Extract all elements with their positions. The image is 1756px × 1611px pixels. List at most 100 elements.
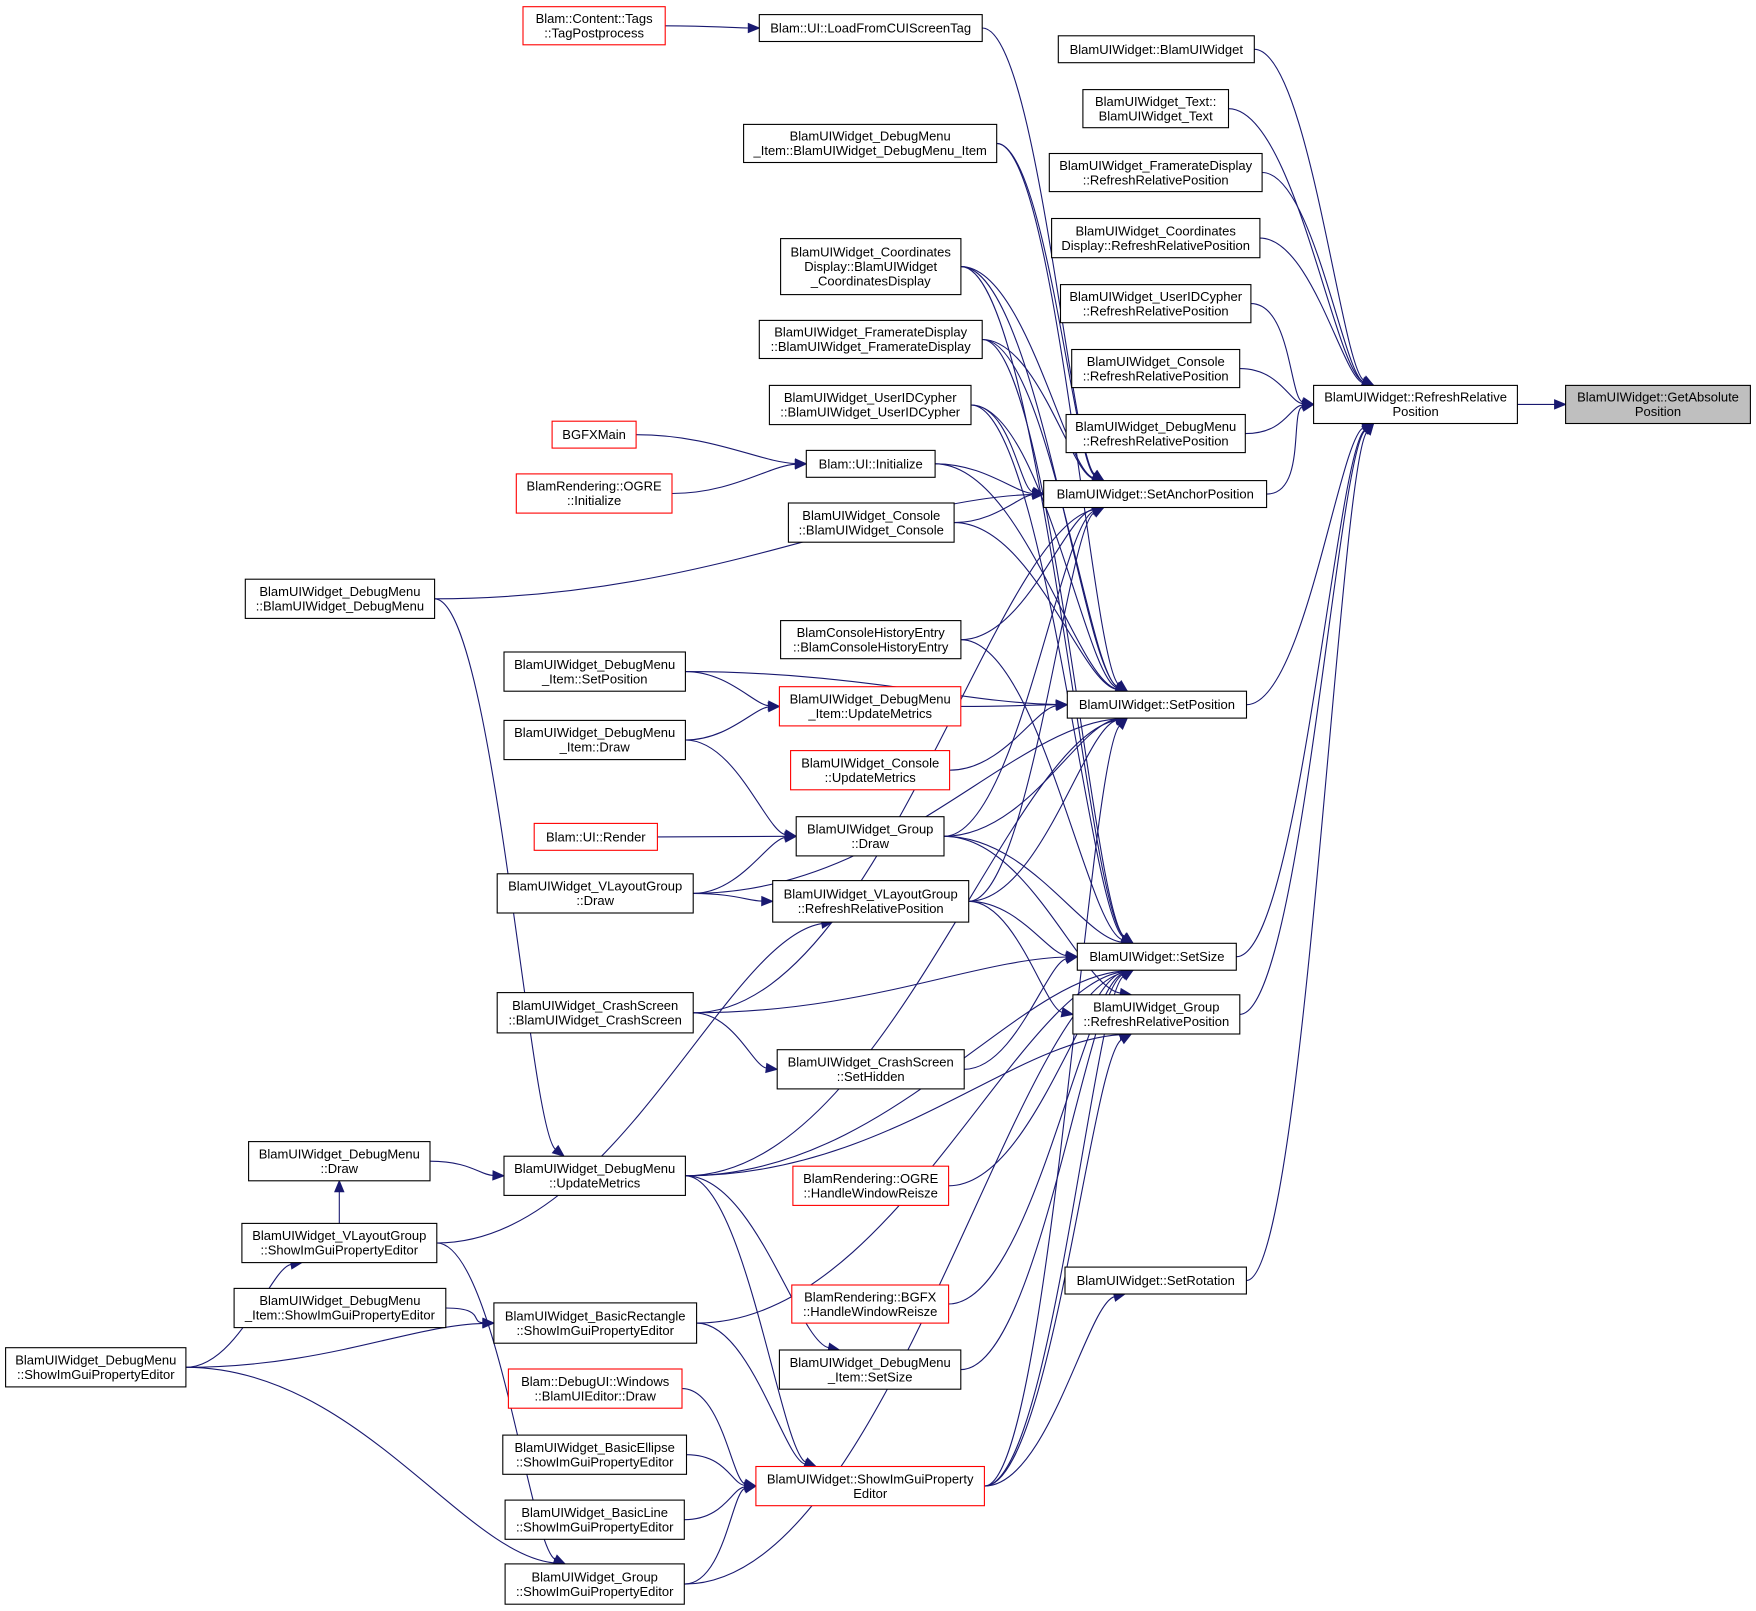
node-setanchor[interactable]: BlamUIWidget::SetAnchorPosition	[1043, 480, 1268, 509]
node-box	[1057, 35, 1255, 64]
node-label-line: BlamUIWidget_CrashScreen	[512, 998, 678, 1013]
node-ogre-hwr[interactable]: BlamRendering::OGRE::HandleWindowReisze	[792, 1165, 950, 1206]
node-label-line: _Item::BlamUIWidget_DebugMenu_Item	[753, 143, 987, 158]
node-cd-ctor[interactable]: BlamUIWidget_CoordinatesDisplay::BlamUIW…	[780, 238, 962, 296]
call-edge-cs_ctor-to-setsize	[693, 951, 1079, 1014]
arrowhead	[1032, 489, 1046, 500]
node-label-line: ::ShowImGuiPropertyEditor	[516, 1584, 674, 1599]
node-box	[780, 620, 962, 660]
node-box	[503, 1155, 686, 1196]
node-label-line: ::RefreshRelativePosition	[1083, 433, 1229, 448]
node-label-line: ::BlamUIWidget_Console	[799, 522, 944, 537]
node-label-line: ::Draw	[851, 836, 889, 851]
node-box	[791, 1284, 950, 1324]
node-con-rrp[interactable]: BlamUIWidget_Console::RefreshRelativePos…	[1071, 348, 1241, 389]
node-label-line: _CoordinatesDisplay	[810, 274, 931, 289]
node-label-line: BlamUIWidget_DebugMenu	[1075, 419, 1236, 434]
node-label-line: BlamUIWidget_Coordinates	[790, 245, 951, 260]
node-label-line: ::Draw	[321, 1161, 359, 1176]
node-box	[1065, 413, 1246, 454]
node-label-line: _Item::UpdateMetrics	[807, 706, 932, 721]
node-label-line: BlamUIWidget_Text	[1099, 108, 1214, 123]
node-text[interactable]: BlamUIWidget_Text::BlamUIWidget_Text	[1082, 89, 1230, 129]
node-label-line: BlamUIWidget_DebugMenu	[259, 1146, 420, 1161]
node-con-um[interactable]: BlamUIWidget_Console::UpdateMetrics	[790, 750, 951, 791]
node-setsize[interactable]: BlamUIWidget::SetSize	[1076, 942, 1237, 971]
node-label-line: ::RefreshRelativePosition	[1083, 303, 1229, 318]
node-box	[1072, 994, 1241, 1035]
node-w-sigpe[interactable]: BlamUIWidget::ShowImGuiPropertyEditor	[755, 1465, 985, 1507]
node-label-line: ::RefreshRelativePosition	[1083, 368, 1229, 383]
node-dmi-ctor[interactable]: BlamUIWidget_DebugMenu_Item::BlamUIWidge…	[743, 123, 998, 164]
node-box	[241, 1222, 438, 1264]
node-frd-rrp[interactable]: BlamUIWidget_FramerateDisplay::RefreshRe…	[1048, 152, 1263, 193]
node-be-sigpe[interactable]: BlamUIWidget_BasicEllipse::ShowImGuiProp…	[502, 1434, 688, 1475]
node-box	[503, 719, 686, 761]
node-cs-hidden[interactable]: BlamUIWidget_CrashScreen::SetHidden	[776, 1049, 965, 1090]
node-label-line: BlamUIWidget_UserIDCypher	[784, 390, 957, 405]
node-dm-sigpe[interactable]: BlamUIWidget_DebugMenu::ShowImGuiPropert…	[5, 1347, 187, 1388]
node-bl-sigpe[interactable]: BlamUIWidget_BasicLine::ShowImGuiPropert…	[504, 1499, 685, 1540]
node-tagpp[interactable]: Blam::Content::Tags::TagPostprocess	[522, 6, 666, 46]
node-label-line: BlamUIWidget_VLayoutGroup	[508, 879, 682, 894]
arrowhead	[794, 459, 808, 470]
node-dmi-setsize[interactable]: BlamUIWidget_DebugMenu_Item::SetSize	[778, 1349, 962, 1390]
node-cs-ctor[interactable]: BlamUIWidget_CrashScreen::BlamUIWidget_C…	[496, 992, 694, 1034]
node-dmi-um[interactable]: BlamUIWidget_DebugMenu_Item::UpdateMetri…	[778, 686, 962, 727]
node-label-line: ::TagPostprocess	[544, 26, 644, 41]
call-edge-con_um-to-setpos	[949, 700, 1069, 771]
node-vlg-rrp[interactable]: BlamUIWidget_VLayoutGroup::RefreshRelati…	[772, 880, 970, 923]
arrowhead	[1301, 401, 1315, 412]
node-label-line: _Item::SetSize	[827, 1369, 913, 1384]
node-uieditor-draw[interactable]: Blam::DebugUI::Windows::BlamUIEditor::Dr…	[507, 1368, 683, 1409]
call-edge-vlg_draw-to-vlg_rrp	[693, 892, 775, 907]
node-box	[1059, 284, 1252, 324]
node-ui-init[interactable]: Blam::UI::Initialize	[805, 449, 936, 478]
node-setrot[interactable]: BlamUIWidget::SetRotation	[1064, 1266, 1247, 1295]
node-ctor[interactable]: BlamUIWidget::BlamUIWidget	[1057, 35, 1255, 64]
node-label-line: ::RefreshRelativePosition	[1083, 1014, 1229, 1029]
node-label-line: ::Draw	[576, 893, 614, 908]
node-loadcui[interactable]: Blam::UI::LoadFromCUIScreenTag	[758, 14, 983, 43]
node-frd-ctor[interactable]: BlamUIWidget_FramerateDisplay::BlamUIWid…	[758, 319, 983, 360]
node-dm-um[interactable]: BlamUIWidget_DebugMenu::UpdateMetrics	[503, 1155, 686, 1196]
node-bgfx-hwr[interactable]: BlamRendering::BGFX::HandleWindowReisze	[791, 1284, 950, 1324]
node-setpos[interactable]: BlamUIWidget::SetPosition	[1066, 690, 1248, 719]
node-ogre-init[interactable]: BlamRendering::OGRE::Initialize	[515, 473, 673, 514]
node-grp-rrp[interactable]: BlamUIWidget_Group::RefreshRelativePosit…	[1072, 994, 1241, 1035]
node-vlg-draw[interactable]: BlamUIWidget_VLayoutGroup::Draw	[496, 873, 694, 914]
node-label-line: Editor	[853, 1486, 888, 1501]
node-con-ctor[interactable]: BlamUIWidget_Console::BlamUIWidget_Conso…	[787, 502, 955, 543]
node-label-line: BlamUIWidget_Text::	[1095, 94, 1216, 109]
node-grp-sigpe[interactable]: BlamUIWidget_Group::ShowImGuiPropertyEdi…	[504, 1563, 685, 1605]
node-che-ctor[interactable]: BlamConsoleHistoryEntry::BlamConsoleHist…	[780, 620, 962, 660]
node-uid-ctor[interactable]: BlamUIWidget_UserIDCypher::BlamUIWidget_…	[768, 384, 972, 426]
node-box	[1064, 1266, 1247, 1295]
node-label-line: BlamUIWidget_DebugMenu	[514, 725, 675, 740]
node-bgfxmain[interactable]: BGFXMain	[551, 420, 637, 449]
node-box	[778, 1349, 962, 1390]
node-ui-render[interactable]: Blam::UI::Render	[533, 822, 658, 851]
call-edge-setpos-to-refrel	[1246, 423, 1375, 706]
node-vlg-sigpe[interactable]: BlamUIWidget_VLayoutGroup::ShowImGuiProp…	[241, 1222, 438, 1264]
node-dm-draw[interactable]: BlamUIWidget_DebugMenu::Draw	[248, 1141, 431, 1182]
node-dmi-sigpe[interactable]: BlamUIWidget_DebugMenu_Item::ShowImGuiPr…	[233, 1287, 447, 1329]
node-box	[1051, 217, 1261, 259]
node-grp-draw[interactable]: BlamUIWidget_Group::Draw	[795, 816, 945, 857]
node-dmi-setpos[interactable]: BlamUIWidget_DebugMenu_Item::SetPosition	[503, 651, 686, 692]
node-br-sigpe[interactable]: BlamUIWidget_BasicRectangle::ShowImGuiPr…	[493, 1302, 698, 1344]
node-cd-rrp[interactable]: BlamUIWidget_CoordinatesDisplay::Refresh…	[1051, 217, 1261, 259]
call-edge-setanchor-to-refrel	[1266, 401, 1315, 495]
node-dm-ctor[interactable]: BlamUIWidget_DebugMenu::BlamUIWidget_Deb…	[244, 578, 436, 619]
node-label-line: BlamConsoleHistoryEntry	[797, 625, 946, 640]
node-uid-rrp[interactable]: BlamUIWidget_UserIDCypher::RefreshRelati…	[1059, 284, 1252, 324]
node-dmi-draw[interactable]: BlamUIWidget_DebugMenu_Item::Draw	[503, 719, 686, 761]
call-edge-vlg_sigpe-to-dm_draw	[334, 1179, 345, 1224]
node-dm-rrp[interactable]: BlamUIWidget_DebugMenu::RefreshRelativeP…	[1065, 413, 1246, 454]
node-box	[502, 1434, 688, 1475]
arrowhead	[1065, 953, 1079, 965]
node-refrel[interactable]: BlamUIWidget::RefreshRelativePosition	[1313, 384, 1518, 425]
node-label-line: BlamUIWidget_Coordinates	[1075, 223, 1236, 238]
node-box	[5, 1347, 187, 1388]
